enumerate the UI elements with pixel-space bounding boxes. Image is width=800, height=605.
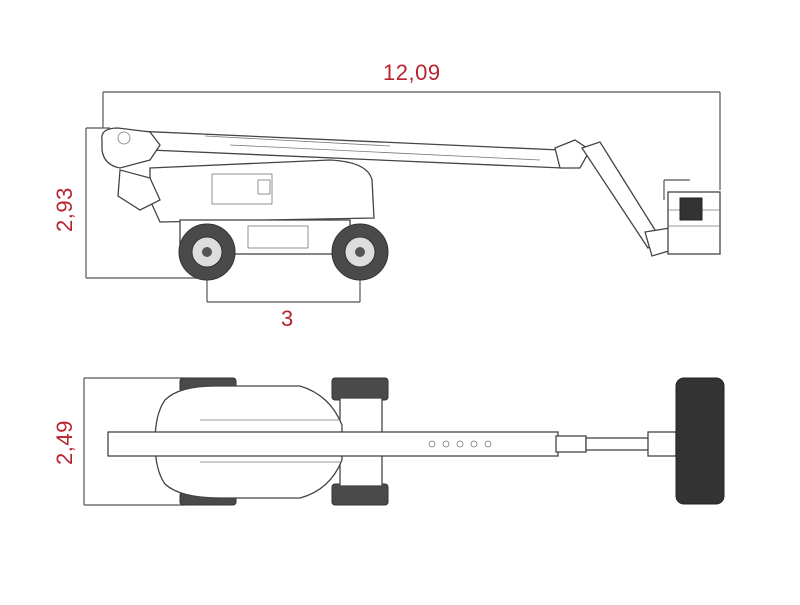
tyre-front-left: [331, 377, 389, 401]
wheelbase-label: 3: [281, 306, 294, 331]
pivot-pin: [117, 131, 131, 145]
overall-length-label: 12,09: [383, 60, 441, 85]
chassis-panel: [247, 225, 309, 249]
boom-detail-line-2: [229, 144, 541, 161]
tyre-front-right: [331, 483, 389, 506]
dimension-lines-top: [83, 377, 185, 506]
boom-knuckle: [554, 139, 591, 169]
dimension-lines-side: [85, 91, 721, 303]
turret-door: [257, 179, 271, 195]
top-view: [107, 377, 725, 506]
turret-body: [149, 159, 375, 223]
jib-top: [585, 437, 651, 451]
stowed-height-label: 2,93: [52, 187, 77, 232]
turret-panel: [211, 173, 273, 205]
boom-holes: [428, 440, 492, 448]
front-wheel: [331, 223, 389, 281]
rotator-top: [647, 431, 677, 457]
counterweight: [117, 169, 161, 211]
platform-top: [675, 377, 725, 505]
rear-wheel: [178, 223, 236, 281]
boom-tip: [555, 435, 587, 453]
overall-width-label: 2,49: [52, 420, 77, 465]
boom-detail-line: [204, 135, 391, 147]
platform-basket: [663, 179, 721, 255]
boom-pivot: [101, 127, 161, 169]
side-view: [101, 127, 721, 281]
boom-top: [107, 431, 559, 457]
